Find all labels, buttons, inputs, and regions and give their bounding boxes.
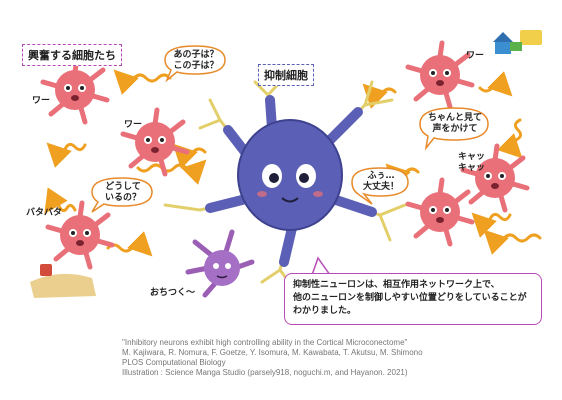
ochitsuku-label: おちつく～ — [150, 288, 196, 298]
arrow-wavy — [46, 142, 87, 168]
excited-neuron — [405, 40, 475, 110]
speech-bubble-chanto: ちゃんと見て 声をかけて — [424, 113, 486, 135]
explanation-box: 抑制性ニューロンは、相互作用ネットワーク上で、 他のニューロンを制御しやすい位置… — [284, 273, 542, 325]
bubble-line: どうして — [105, 182, 141, 192]
waa-left-label: ワー — [32, 96, 51, 106]
excited-neuron — [45, 200, 115, 270]
arrow-wavy — [478, 71, 513, 97]
excited-neuron — [460, 143, 530, 213]
speech-bubble-outline — [419, 107, 489, 151]
arrow-wavy — [113, 69, 172, 95]
sandbox — [30, 264, 96, 298]
bubble-line: あの子は？ — [173, 50, 219, 60]
excited-neuron — [40, 55, 110, 125]
arrow-wavy — [136, 159, 207, 185]
arrow-wavy — [471, 212, 512, 238]
bubble-line: ちゃんと見て — [427, 113, 482, 123]
citation-illustration: Illustration : Science Manga Studio (par… — [122, 368, 408, 377]
bubble-line: 声をかけて — [432, 124, 478, 134]
kyakya-label: キャッ キャッ — [458, 152, 485, 174]
speech-bubble-outline — [351, 167, 409, 205]
toy-blocks — [493, 30, 542, 54]
explanation-line: 他のニューロンを制御しやすい位置どりをしていることが — [293, 293, 527, 303]
kyakya-line: キャッ — [458, 152, 486, 162]
waa-right-label: ワー — [466, 51, 485, 61]
explanation-line: 抑制性ニューロンは、相互作用ネットワーク上で、 — [293, 280, 500, 290]
speech-bubble-outline — [164, 45, 226, 83]
inhibitory-cell-label: 抑制細胞 — [258, 64, 314, 86]
arrow-wavy — [172, 143, 207, 169]
citation-authors: M. Kajiwara, R. Nomura, F. Goetze, Y. Is… — [122, 348, 423, 357]
arrow-wavy — [362, 83, 397, 109]
excited-neuron — [120, 107, 190, 177]
bubble-line: ふぅ… — [367, 171, 395, 181]
citation-block: "Inhibitory neurons exhibit high control… — [122, 338, 542, 378]
arrow-wavy — [483, 229, 542, 255]
calm-neuron — [185, 229, 255, 298]
inhibitory-neuron — [163, 78, 407, 292]
citation-title: "Inhibitory neurons exhibit high control… — [122, 338, 408, 347]
explanation-line: わかりました。 — [293, 306, 357, 316]
speech-bubble-ano-ko: あの子は？ この子は？ — [170, 50, 222, 72]
kyakya-line: キャッ — [458, 163, 486, 173]
arrow-wavy — [497, 118, 523, 159]
excited-cells-label: 興奮する細胞たち — [22, 44, 122, 66]
speech-bubble-daijoubu: ふぅ… 大丈夫！ — [356, 171, 406, 193]
batabata-label: バタバタ — [26, 208, 63, 218]
waa-mid-label: ワー — [124, 120, 143, 130]
citation-journal: PLOS Computational Biology — [122, 358, 226, 367]
excited-neuron — [405, 177, 475, 247]
arrow-wavy — [44, 187, 77, 214]
bubble-line: いるの？ — [104, 193, 141, 203]
speech-bubble-doushite: どうして いるの？ — [96, 182, 150, 204]
bubble-line: 大丈夫！ — [362, 182, 399, 192]
speech-bubble-outline — [91, 177, 153, 213]
bubble-line: この子は？ — [173, 61, 219, 71]
